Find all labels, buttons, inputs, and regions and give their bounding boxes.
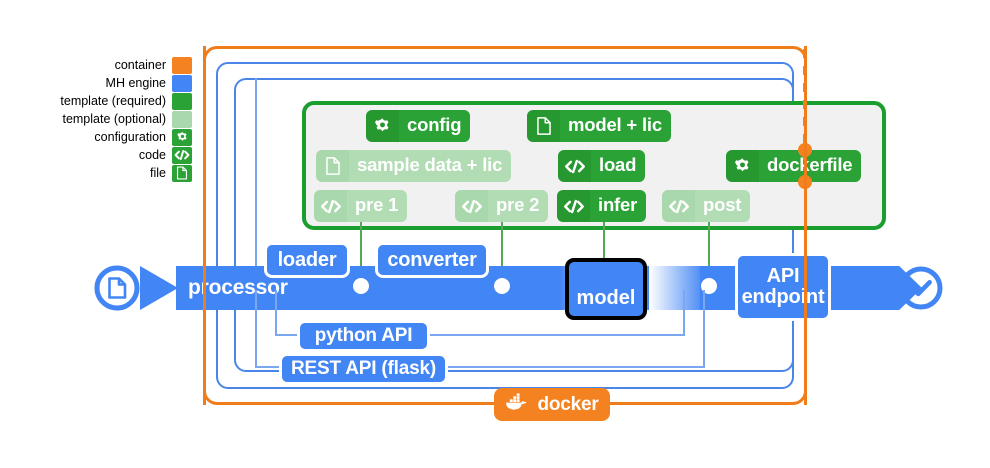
legend-label: container	[114, 58, 166, 72]
chip-post[interactable]: post	[662, 190, 751, 222]
pipeline-node-post	[701, 278, 717, 294]
legend-item-mh-engine: MH engine	[20, 74, 192, 92]
api-endpoint-line-1: API	[766, 265, 800, 287]
legend-item-container: container	[20, 56, 192, 74]
code-icon	[455, 190, 488, 222]
stage-loader[interactable]: loader	[264, 242, 350, 278]
api-endpoint-line-2: endpoint	[741, 286, 825, 308]
code-icon	[558, 150, 591, 182]
connector-pre-1	[360, 222, 362, 284]
docker-badge-label: docker	[537, 393, 599, 415]
legend-item-code: code	[20, 146, 192, 164]
chip-load[interactable]: load	[558, 150, 646, 182]
legend: container MH engine template (required) …	[20, 56, 192, 182]
rest-api-rail-right	[703, 290, 705, 368]
pipeline-node-pre-2	[494, 278, 510, 294]
file-icon	[316, 150, 349, 182]
color-swatch	[172, 92, 192, 110]
chip-pre-2[interactable]: pre 2	[455, 190, 549, 222]
color-swatch	[172, 74, 192, 92]
legend-label: template (optional)	[62, 112, 166, 126]
color-swatch	[172, 56, 192, 74]
docker-badge[interactable]: docker	[494, 388, 610, 421]
stage-model-label: model	[576, 287, 636, 309]
gear-icon	[726, 150, 759, 182]
code-icon	[662, 190, 695, 222]
chip-label: post	[695, 190, 751, 222]
legend-label: MH engine	[105, 76, 166, 90]
check-circle-icon	[898, 265, 944, 311]
gear-icon	[366, 110, 399, 142]
chip-pre-1[interactable]: pre 1	[314, 190, 408, 222]
pipeline-arrow-head	[140, 266, 178, 310]
pipeline-label: processor	[188, 276, 288, 299]
python-api-rail-h-right	[430, 334, 685, 336]
rest-api-rail-h-right	[448, 366, 705, 368]
api-python[interactable]: python API	[297, 320, 430, 352]
stage-model[interactable]: model	[565, 258, 647, 320]
legend-item-file: file	[20, 164, 192, 182]
legend-label: template (required)	[60, 94, 166, 108]
legend-label: code	[138, 148, 166, 162]
code-icon	[557, 190, 590, 222]
gear-icon	[172, 128, 192, 146]
code-icon	[314, 190, 347, 222]
stage-api-endpoint[interactable]: API endpoint	[735, 253, 831, 321]
legend-label: configuration	[94, 130, 166, 144]
file-icon	[527, 110, 560, 142]
container-rail-left	[203, 46, 206, 405]
connector-post	[708, 222, 710, 284]
api-rest[interactable]: REST API (flask)	[279, 353, 448, 385]
pipeline-fade-left	[649, 266, 705, 310]
container-rail-right	[804, 46, 807, 405]
legend-label: file	[150, 166, 166, 180]
legend-item-configuration: configuration	[20, 128, 192, 146]
chip-sample-data-lic[interactable]: sample data + lic	[316, 150, 512, 182]
chip-label: infer	[590, 190, 647, 222]
file-circle-icon	[94, 265, 140, 311]
connector-pre-2	[501, 222, 503, 284]
code-icon	[172, 146, 192, 164]
chip-infer[interactable]: infer	[557, 190, 647, 222]
chip-label: model + lic	[560, 110, 671, 142]
frame-connector-line	[255, 78, 257, 364]
legend-item-template-required: template (required)	[20, 92, 192, 110]
chip-label: load	[591, 150, 646, 182]
python-api-rail-right	[683, 290, 685, 336]
chip-label: sample data + lic	[349, 150, 512, 182]
stage-converter[interactable]: converter	[375, 242, 489, 278]
chip-config[interactable]: config	[366, 110, 471, 142]
legend-item-template-optional: template (optional)	[20, 110, 192, 128]
rest-api-rail	[255, 290, 257, 368]
python-api-rail	[275, 290, 277, 336]
docker-whale-icon	[505, 392, 531, 417]
chip-label: config	[399, 110, 471, 142]
pipeline-node-pre-1	[353, 278, 369, 294]
connector-infer	[603, 222, 605, 272]
chip-model-lic[interactable]: model + lic	[527, 110, 671, 142]
chip-dockerfile[interactable]: dockerfile	[726, 150, 862, 182]
chip-label: pre 1	[347, 190, 408, 222]
chip-label: pre 2	[488, 190, 549, 222]
color-swatch	[172, 110, 192, 128]
file-icon	[172, 164, 192, 182]
chip-label: dockerfile	[759, 150, 862, 182]
